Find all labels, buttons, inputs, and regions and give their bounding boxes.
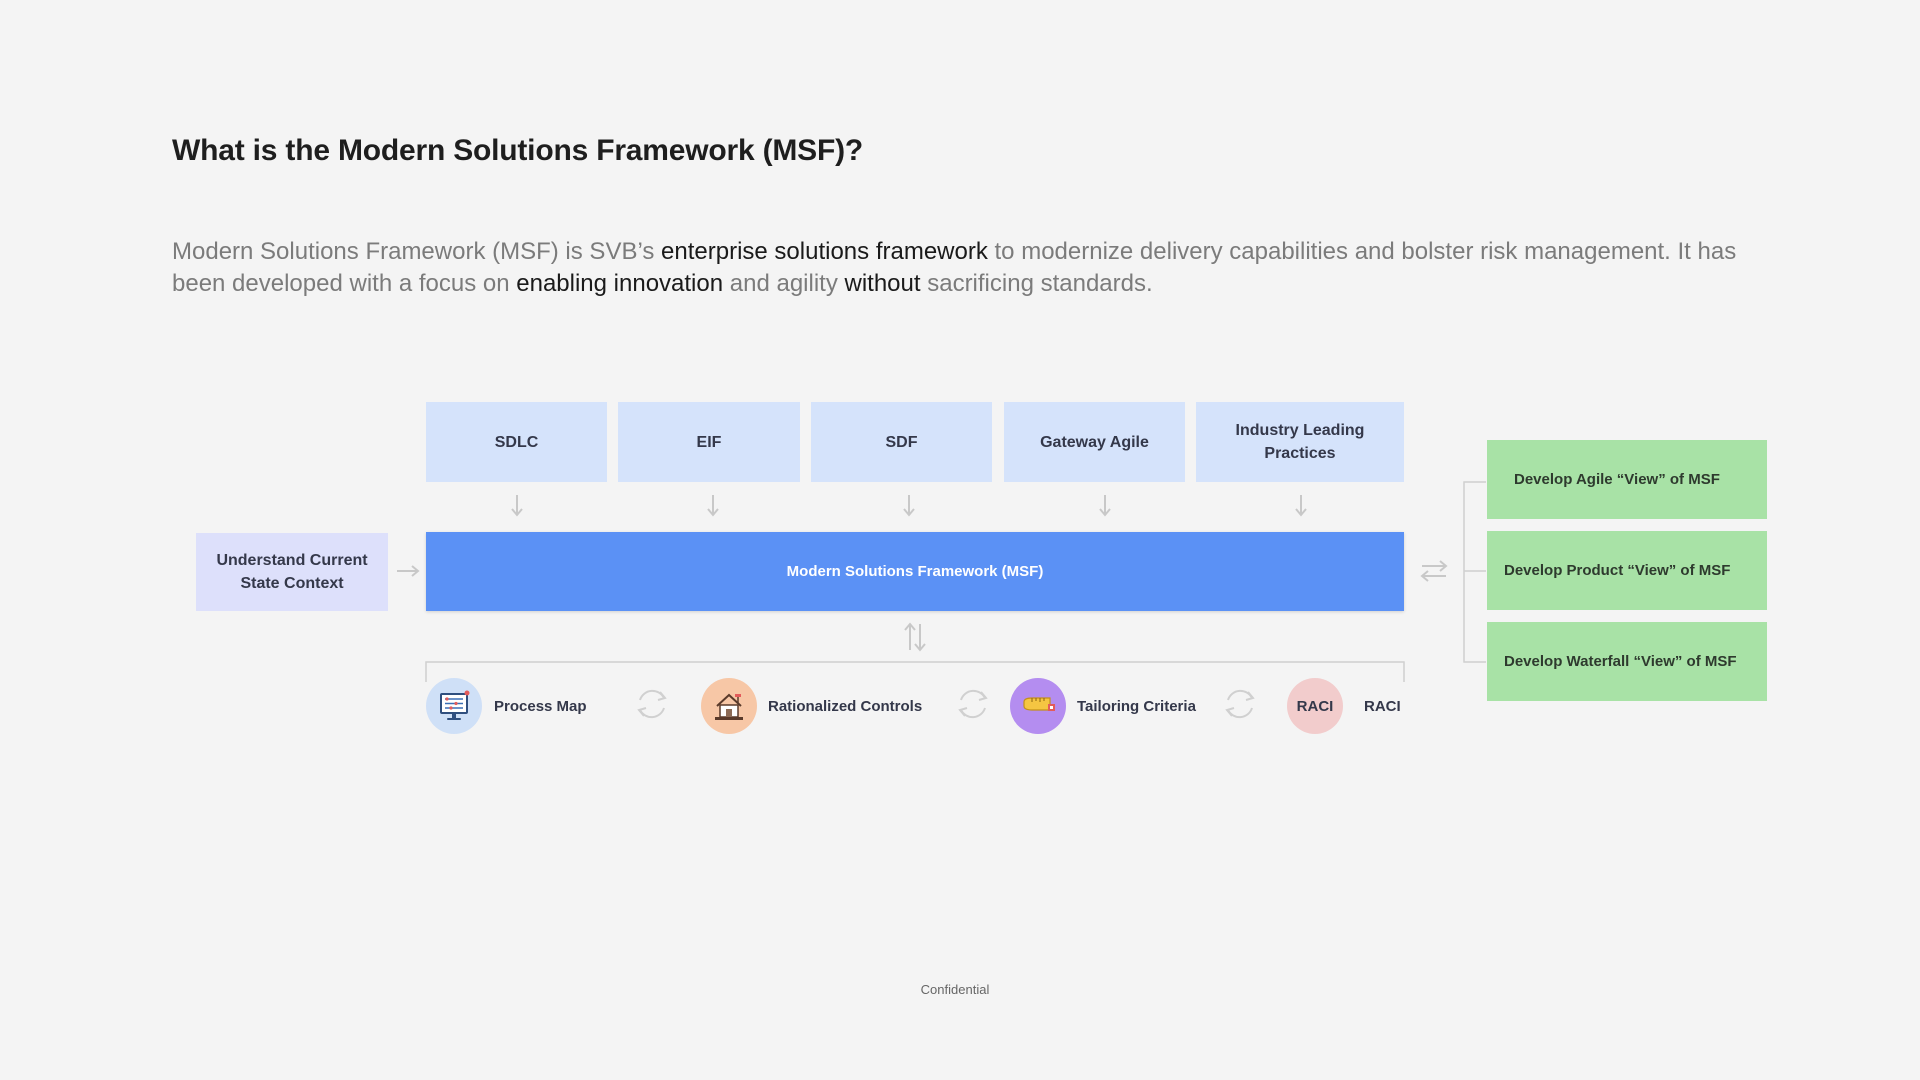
source-box-industry-leading-practices: Industry Leading Practices	[1196, 402, 1404, 482]
context-label: Understand Current State Context	[216, 552, 368, 592]
components-bracket	[425, 661, 1405, 682]
view-label: Develop Agile “View” of MSF	[1514, 471, 1720, 488]
arrow-down-icon	[1099, 495, 1111, 517]
source-label: SDLC	[494, 433, 539, 451]
cycle-arrows-icon	[637, 689, 667, 719]
page-title: What is the Modern Solutions Framework (…	[172, 134, 864, 167]
views-bracket	[1463, 481, 1486, 663]
component-label: Tailoring Criteria	[1077, 697, 1196, 715]
footer-confidential: Confidential	[920, 982, 990, 997]
arrow-down-icon	[1295, 495, 1307, 517]
component-raci: RACI RACI	[1287, 678, 1401, 734]
raci-icon-text: RACI	[1296, 697, 1334, 715]
source-label: SDF	[885, 433, 918, 451]
process-map-icon	[426, 678, 482, 734]
source-label: Industry Leading Practices	[1235, 422, 1365, 462]
intro-text-1: Modern Solutions Framework (MSF) is SVB’…	[172, 238, 662, 265]
intro-text-4: sacrificing standards.	[920, 270, 1153, 297]
arrow-down-icon	[707, 495, 719, 517]
component-rationalized-controls: Rationalized Controls	[701, 678, 922, 734]
view-box-waterfall: Develop Waterfall “View” of MSF	[1487, 622, 1767, 701]
component-label: Rationalized Controls	[768, 697, 923, 715]
measuring-tape-icon	[1010, 678, 1066, 734]
source-label: EIF	[696, 433, 722, 451]
arrow-down-icon	[511, 495, 523, 517]
current-state-context-box: Understand Current State Context	[196, 533, 388, 611]
intro-text-2: to modernize delivery capabilities and b…	[172, 238, 1737, 297]
raci-icon: RACI	[1287, 678, 1343, 734]
intro-highlight-2: enabling innovation	[516, 270, 724, 297]
msf-main-box: Modern Solutions Framework (MSF)	[426, 532, 1404, 611]
view-box-product: Develop Product “View” of MSF	[1487, 531, 1767, 610]
controls-house-icon	[701, 678, 757, 734]
intro-text-3: and agility	[723, 270, 845, 297]
source-box-eif: EIF	[618, 402, 800, 482]
component-label: RACI	[1364, 697, 1401, 715]
arrow-right-icon	[397, 565, 420, 577]
cycle-arrows-icon	[958, 689, 988, 719]
source-box-sdlc: SDLC	[426, 402, 607, 482]
view-label: Develop Product “View” of MSF	[1504, 562, 1731, 579]
msf-label: Modern Solutions Framework (MSF)	[786, 563, 1044, 580]
cycle-arrows-icon	[1225, 689, 1255, 719]
component-tailoring-criteria: Tailoring Criteria	[1010, 678, 1196, 734]
source-box-sdf: SDF	[811, 402, 992, 482]
bidirectional-arrow-icon	[1420, 560, 1448, 582]
intro-paragraph: Modern Solutions Framework (MSF) is SVB’…	[172, 236, 1752, 300]
source-label: Gateway Agile	[1040, 433, 1149, 451]
view-label: Develop Waterfall “View” of MSF	[1504, 653, 1737, 670]
component-label: Process Map	[494, 697, 587, 715]
view-box-agile: Develop Agile “View” of MSF	[1487, 440, 1767, 519]
up-down-arrows-icon	[904, 622, 926, 652]
source-box-gateway-agile: Gateway Agile	[1004, 402, 1185, 482]
arrow-down-icon	[903, 495, 915, 517]
intro-highlight-1: enterprise solutions framework	[661, 238, 988, 265]
intro-highlight-3: without	[844, 270, 921, 297]
component-process-map: Process Map	[426, 678, 587, 734]
